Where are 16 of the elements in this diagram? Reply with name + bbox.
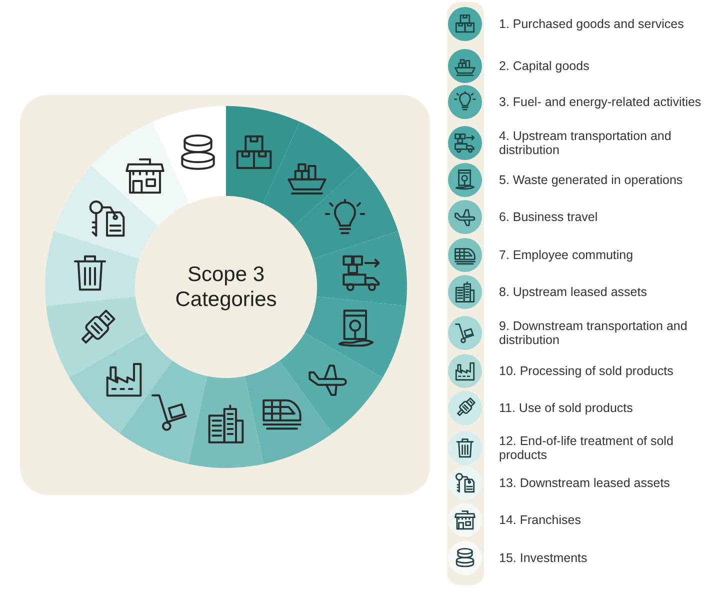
legend-label: 15. Investments — [499, 551, 588, 565]
legend-label: 8. Upstream leased assets — [499, 285, 648, 299]
legend-label: 7. Employee commuting — [499, 248, 634, 262]
legend-label: 3. Fuel- and energy-related activities — [499, 95, 702, 109]
legend-label: 4. Upstream transportation and distribution — [499, 129, 672, 157]
legend-label: 6. Business travel — [499, 210, 599, 224]
center-label: Scope 3 Categories — [174, 262, 278, 312]
legend-label: 12. End-of-life treatment of sold products — [499, 434, 674, 462]
legend-label: 14. Franchises — [499, 513, 582, 527]
legend-label: 13. Downstream leased assets — [499, 476, 671, 490]
legend-label: 5. Waste generated in operations — [499, 173, 684, 187]
legend-label: 2. Capital goods — [499, 59, 590, 73]
legend-label: 10. Processing of sold products — [499, 364, 674, 378]
legend-label: 1. Purchased goods and services — [499, 17, 685, 31]
legend-label: 9. Downstream transportation and distribution — [499, 319, 688, 347]
legend-label: 11. Use of sold products — [499, 401, 634, 415]
